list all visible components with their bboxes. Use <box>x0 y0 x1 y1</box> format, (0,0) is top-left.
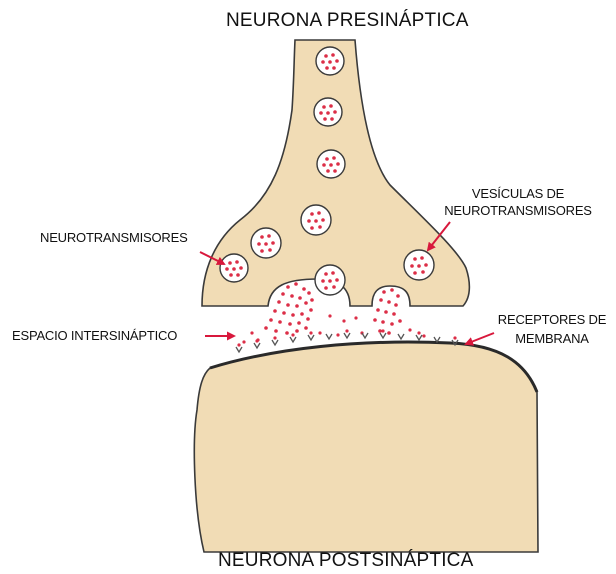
synaptic-space-label: ESPACIO INTERSINÁPTICO <box>12 328 177 343</box>
neurotransmitters-label: NEUROTRANSMISORES <box>40 230 188 245</box>
presynaptic-title: NEURONA PRESINÁPTICA <box>226 10 469 32</box>
vesicle <box>316 47 344 75</box>
vesicle <box>315 265 345 295</box>
vesicle <box>314 98 342 126</box>
vesicle <box>404 250 434 280</box>
vesicle <box>301 205 331 235</box>
postsynaptic-neuron <box>194 342 538 552</box>
vesicle <box>317 150 345 178</box>
vesicles-label: VESÍCULAS DE NEUROTRANSMISORES <box>428 186 608 218</box>
arrow-receptors <box>466 333 494 344</box>
vesicle <box>220 254 248 282</box>
receptors-label: RECEPTORES DE MEMBRANA <box>492 312 612 346</box>
receptors-label-line2: MEMBRANA <box>492 331 612 346</box>
postsynaptic-title: NEURONA POSTSINÁPTICA <box>218 550 473 572</box>
vesicle <box>251 228 281 258</box>
vesicles-label-line2: NEUROTRANSMISORES <box>428 203 608 218</box>
vesicles-label-line1: VESÍCULAS DE <box>428 186 608 201</box>
receptors-label-line1: RECEPTORES DE <box>492 312 612 327</box>
